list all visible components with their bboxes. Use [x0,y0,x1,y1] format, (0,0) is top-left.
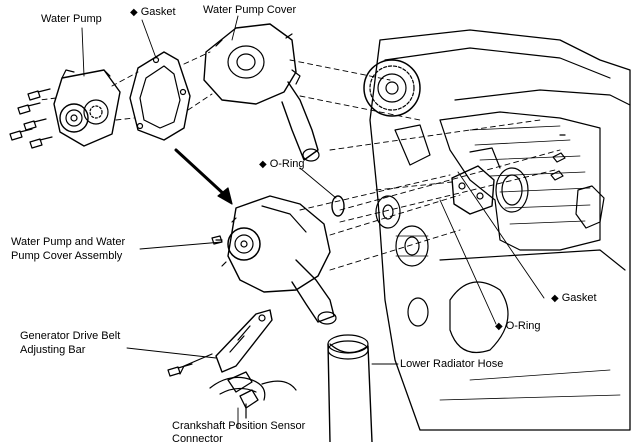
label-o-ring-bottom-text: O-Ring [505,320,541,332]
water-pump-bolts [9,88,53,149]
crankshaft-connector-part [209,371,297,419]
diamond-marker: ◆ [259,159,267,170]
label-gasket-right: ◆Gasket [551,292,597,305]
water-pump-part [53,69,121,147]
assembly-part [211,195,337,325]
label-lower-radiator-hose: Lower Radiator Hose [400,358,504,370]
gasket-engine-face [451,147,501,215]
label-o-ring-bottom: ◆O-Ring [495,320,541,333]
engine-bolts [550,134,566,181]
label-crankshaft-line1: Crankshaft Position Sensor [172,420,306,432]
label-gasket-right-text: Gasket [561,292,597,304]
label-o-ring-top: ◆O-Ring [259,158,305,171]
label-crankshaft-line2: Connector [172,433,223,442]
camshaft-gear [363,59,421,117]
label-water-pump: Water Pump [41,13,102,25]
label-adjusting-bar-line1: Generator Drive Belt [20,330,121,342]
o-ring-top-part [331,195,345,217]
adjusting-bar-part [167,309,273,377]
label-water-pump-cover: Water Pump Cover [203,4,297,16]
label-o-ring-top-text: O-Ring [269,158,305,170]
engine-block [369,29,631,431]
label-gasket-top: ◆Gasket [130,6,176,19]
label-gasket-top-text: Gasket [140,6,176,18]
gasket-part-top [129,51,191,141]
alignment-lines [39,51,561,271]
diamond-marker: ◆ [495,321,503,332]
diamond-marker: ◆ [551,293,559,304]
label-adjusting-bar-line2: Adjusting Bar [20,344,86,356]
water-pump-cover-part [203,23,320,162]
leader-lines [81,15,545,429]
lower-radiator-hose-part [327,334,373,442]
engine-pulleys [375,124,431,327]
diamond-marker: ◆ [130,7,138,18]
label-assembly-line2: Pump Cover Assembly [11,250,123,262]
assembly-arrow [174,148,233,205]
label-assembly-line1: Water Pump and Water [11,236,126,248]
